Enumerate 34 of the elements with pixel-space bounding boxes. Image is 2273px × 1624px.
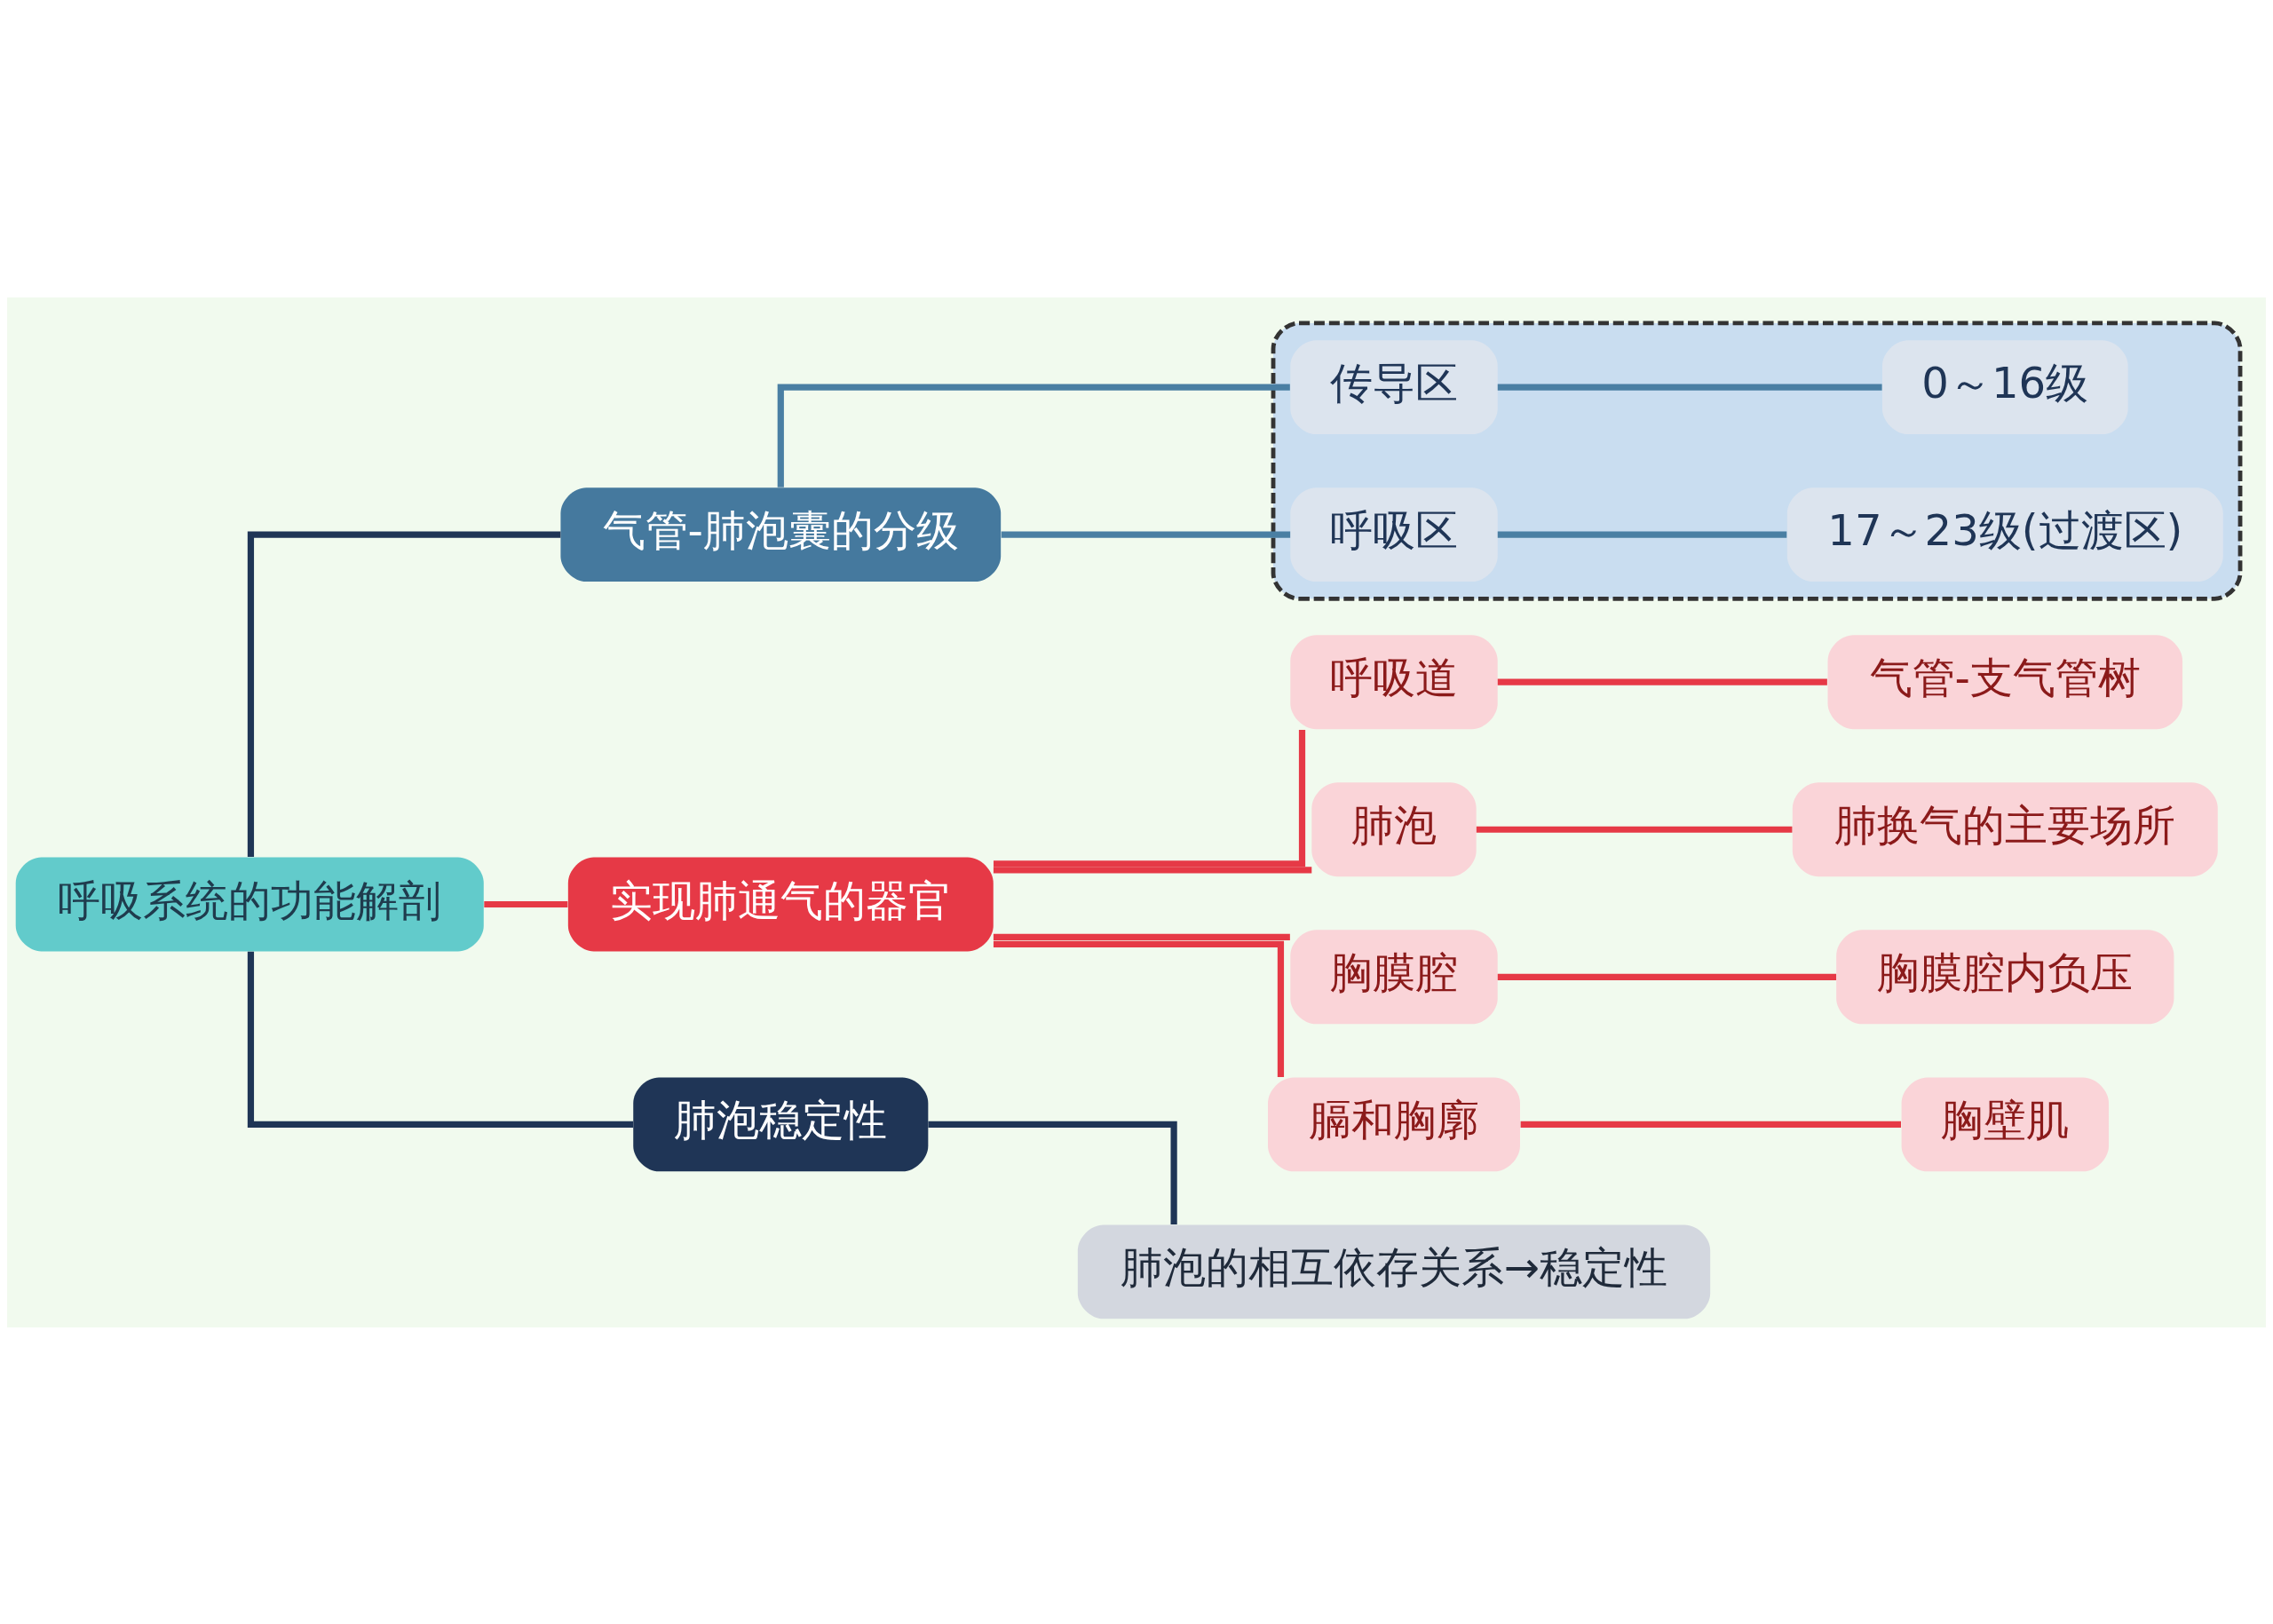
connector — [1497, 383, 1882, 391]
node-box: 肺换气的主要场所 — [1792, 781, 2218, 876]
connector — [1476, 826, 1793, 833]
node-box: 0～16级 — [1881, 339, 2128, 434]
connector — [1497, 678, 1827, 685]
connector — [247, 951, 634, 1128]
connector — [993, 933, 1290, 940]
node-box: 气管-肺泡囊的分级 — [560, 487, 1002, 582]
connector — [1497, 973, 1837, 980]
node-box: 肺泡的相互依存关系→稳定性 — [1077, 1224, 1711, 1319]
node-box: 胸膜腔 — [1290, 929, 1498, 1024]
connector — [994, 729, 1306, 867]
node-box: 膈和胸廓 — [1268, 1076, 1520, 1171]
connector — [1497, 531, 1787, 538]
node-box: 肺泡稳定性 — [633, 1076, 929, 1171]
connector — [247, 531, 561, 857]
node-box: 气管-支气管树 — [1827, 634, 2183, 729]
node-box: 胸壁肌 — [1901, 1076, 2109, 1171]
node-box: 17～23级(过渡区) — [1786, 487, 2223, 582]
node-box: 传导区 — [1290, 339, 1498, 434]
node-box: 呼吸道 — [1290, 634, 1498, 729]
node-box: 肺泡 — [1311, 781, 1477, 876]
connector — [993, 940, 1285, 1077]
connector — [777, 383, 1290, 487]
node-box: 实现肺通气的器官 — [567, 857, 994, 951]
node-box: 胸膜腔内负压 — [1836, 929, 2174, 1024]
cluster — [1271, 320, 2243, 601]
connector — [1520, 1121, 1901, 1128]
connector — [1001, 531, 1291, 538]
node-box: 呼吸系统的功能解剖 — [15, 857, 484, 951]
node-box: 呼吸区 — [1290, 487, 1498, 582]
connector — [993, 866, 1312, 874]
connector — [928, 1121, 1177, 1224]
connector — [484, 900, 568, 907]
